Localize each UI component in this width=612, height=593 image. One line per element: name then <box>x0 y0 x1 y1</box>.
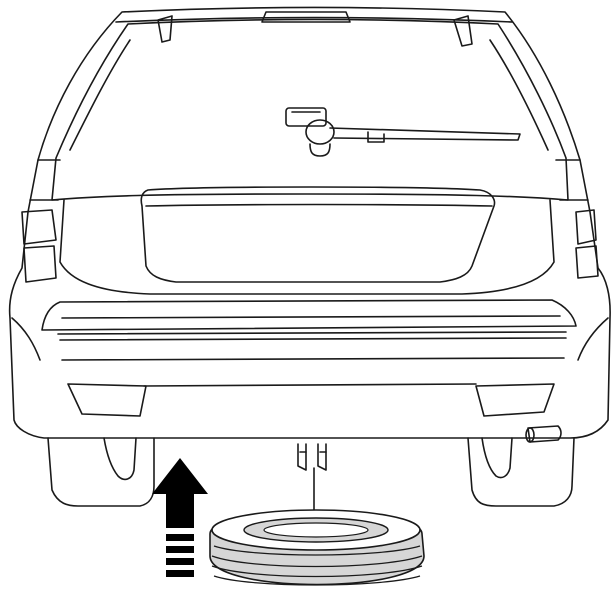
spare-tire <box>209 509 425 586</box>
left-rear-wheel <box>47 437 155 507</box>
right-rear-wheel <box>467 437 575 507</box>
roof-spoiler <box>157 11 473 47</box>
right-tail-light <box>575 209 599 279</box>
rear-wiper <box>285 107 521 157</box>
left-tail-light <box>21 209 57 283</box>
vehicle-body <box>8 6 611 439</box>
rear-bumper <box>11 299 609 417</box>
exhaust-tip <box>525 425 562 443</box>
up-arrow-icon <box>152 458 208 577</box>
license-plate-recess <box>140 186 496 283</box>
tire-tread <box>211 545 423 586</box>
